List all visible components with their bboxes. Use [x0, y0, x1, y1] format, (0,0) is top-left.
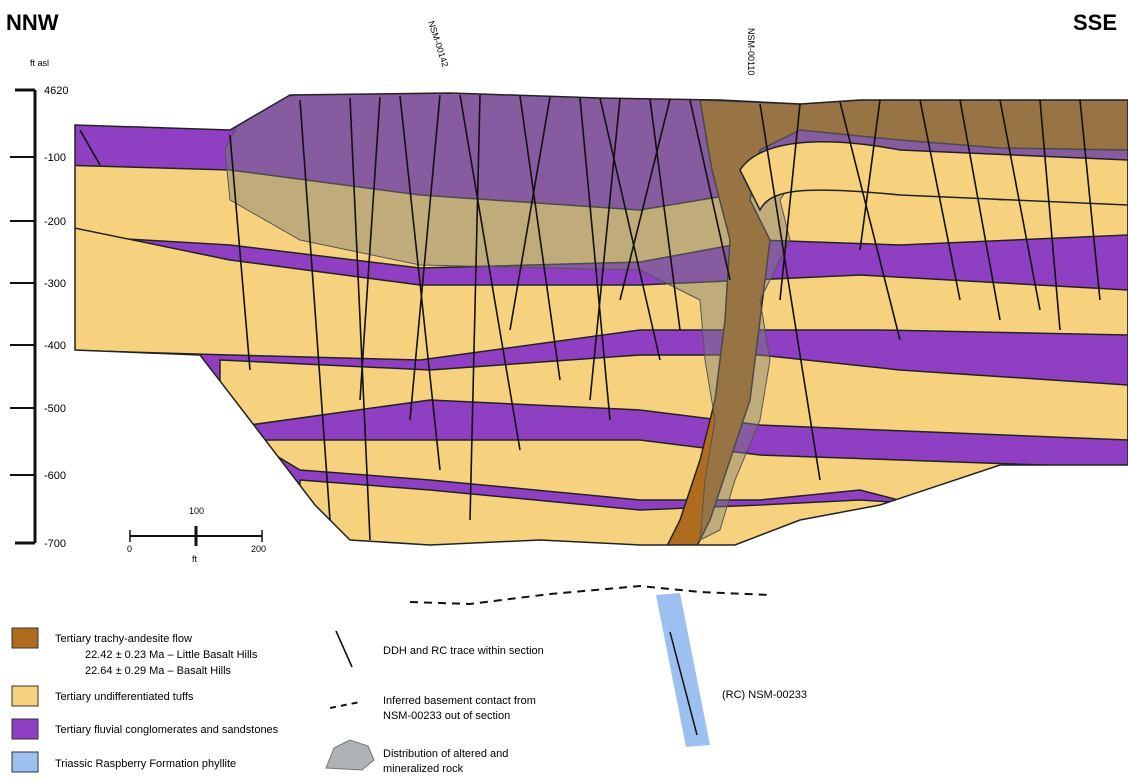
scale-bar: 100 0 200 ft — [127, 506, 266, 564]
tick-100: -100 — [44, 152, 66, 164]
legend-label-basement-1: Inferred basement contact from — [383, 695, 536, 707]
legend-date-basalt: 22.64 ± 0.29 Ma – Basalt Hills — [85, 665, 232, 677]
legend-basement-symbol — [330, 702, 360, 708]
geologic-section — [60, 80, 1128, 560]
scale-start-label: 0 — [127, 544, 132, 554]
phyllite-column — [656, 593, 710, 747]
tick-600: -600 — [44, 470, 66, 482]
drillhole-label-nsm-00233: (RC) NSM-00233 — [722, 689, 807, 701]
legend-swatch-phyllite — [12, 752, 38, 772]
legend-label-alteration-1: Distribution of altered and — [383, 748, 508, 760]
legend-alteration-symbol — [326, 740, 374, 770]
scale-end-label: 200 — [251, 544, 266, 554]
legend-label-andesite: Tertiary trachy-andesite flow — [55, 633, 192, 645]
drillhole-label-nsm-00110: NSM-00110 — [746, 28, 756, 75]
tick-4620: 4620 — [44, 85, 68, 97]
legend-swatch-tuff — [12, 686, 38, 706]
legend-label-tuff: Tertiary undifferentiated tuffs — [55, 691, 194, 703]
tick-400: -400 — [44, 340, 66, 352]
legend-label-basement-2: NSM-00233 out of section — [383, 710, 510, 722]
legend: Tertiary trachy-andesite flow 22.42 ± 0.… — [12, 628, 544, 775]
legend-label-trace: DDH and RC trace within section — [383, 645, 544, 657]
scale-mid-label: 100 — [189, 506, 204, 516]
legend-label-alteration-2: mineralized rock — [383, 763, 464, 775]
tick-200: -200 — [44, 216, 66, 228]
legend-date-little-basalt: 22.42 ± 0.23 Ma – Little Basalt Hills — [85, 649, 258, 661]
nsm-00233-hole: (RC) NSM-00233 — [656, 593, 807, 747]
legend-trace-symbol — [336, 631, 352, 667]
inferred-basement-contact — [410, 586, 770, 604]
legend-label-phyllite: Triassic Raspberry Formation phyllite — [55, 758, 236, 770]
tick-300: -300 — [44, 278, 66, 290]
direction-sse: SSE — [1073, 10, 1117, 35]
drillhole-label-nsm-00142: NSM-00142 — [426, 20, 450, 69]
legend-swatch-andesite — [12, 628, 38, 648]
elevation-axis: ft asl 4620 -100 -200 -300 -400 -500 -60… — [10, 58, 68, 550]
tick-500: -500 — [44, 403, 66, 415]
tick-700: -700 — [44, 538, 66, 550]
axis-unit: ft asl — [30, 58, 49, 68]
legend-label-conglomerate: Tertiary fluvial conglomerates and sands… — [55, 724, 279, 736]
direction-nnw: NNW — [6, 10, 59, 35]
scale-unit-label: ft — [192, 554, 198, 564]
legend-swatch-conglomerate — [12, 719, 38, 739]
